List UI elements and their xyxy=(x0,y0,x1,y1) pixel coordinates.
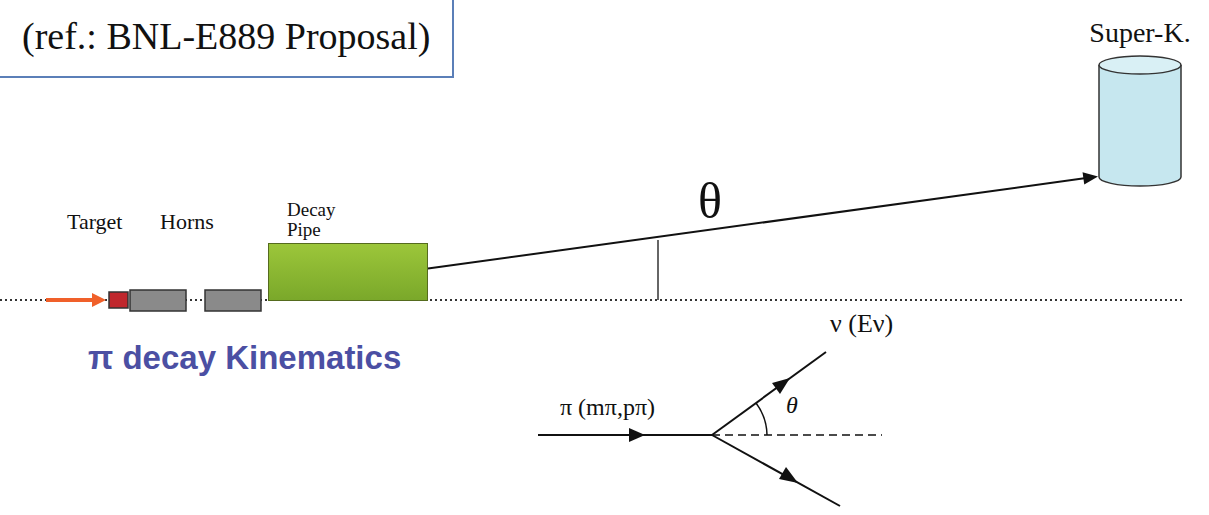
reference-box: (ref.: BNL-E889 Proposal) xyxy=(0,0,454,78)
angle-symbol: θ xyxy=(698,176,722,226)
muon-line xyxy=(712,435,840,506)
node-text: Super-K. xyxy=(1089,18,1190,49)
neutrino-line xyxy=(712,352,826,435)
node-text: (ref.: BNL-E889 Proposal) xyxy=(0,0,452,76)
target-label: Target xyxy=(67,210,122,234)
horns-label: Horns xyxy=(160,210,214,234)
neutrino-arrow xyxy=(772,378,790,394)
kinematics-heading: π decay Kinematics xyxy=(88,340,401,376)
proton-beam-head xyxy=(92,293,106,307)
pion-line xyxy=(538,434,712,436)
pion-label: π (mπ,pπ) xyxy=(560,394,655,420)
angle-arc xyxy=(756,403,767,435)
node-text: Decay Pipe xyxy=(287,200,349,240)
cylinder-outline xyxy=(1098,55,1182,187)
super-k-detector: Super-K. xyxy=(1098,55,1182,187)
horn-2 xyxy=(205,290,261,311)
decay-pipe: Decay Pipe xyxy=(268,243,428,301)
neutrino-path-arrow xyxy=(428,172,1098,268)
horn-1 xyxy=(130,290,186,311)
neutrino-label: ν (Eν) xyxy=(830,310,893,339)
proton-beam xyxy=(46,298,96,302)
reference-dash xyxy=(712,434,882,436)
pion-arrow xyxy=(629,428,645,442)
muon-arrow xyxy=(779,467,798,483)
angle-tick xyxy=(657,240,659,300)
angle-label: θ xyxy=(786,392,798,418)
target-block xyxy=(109,292,128,308)
